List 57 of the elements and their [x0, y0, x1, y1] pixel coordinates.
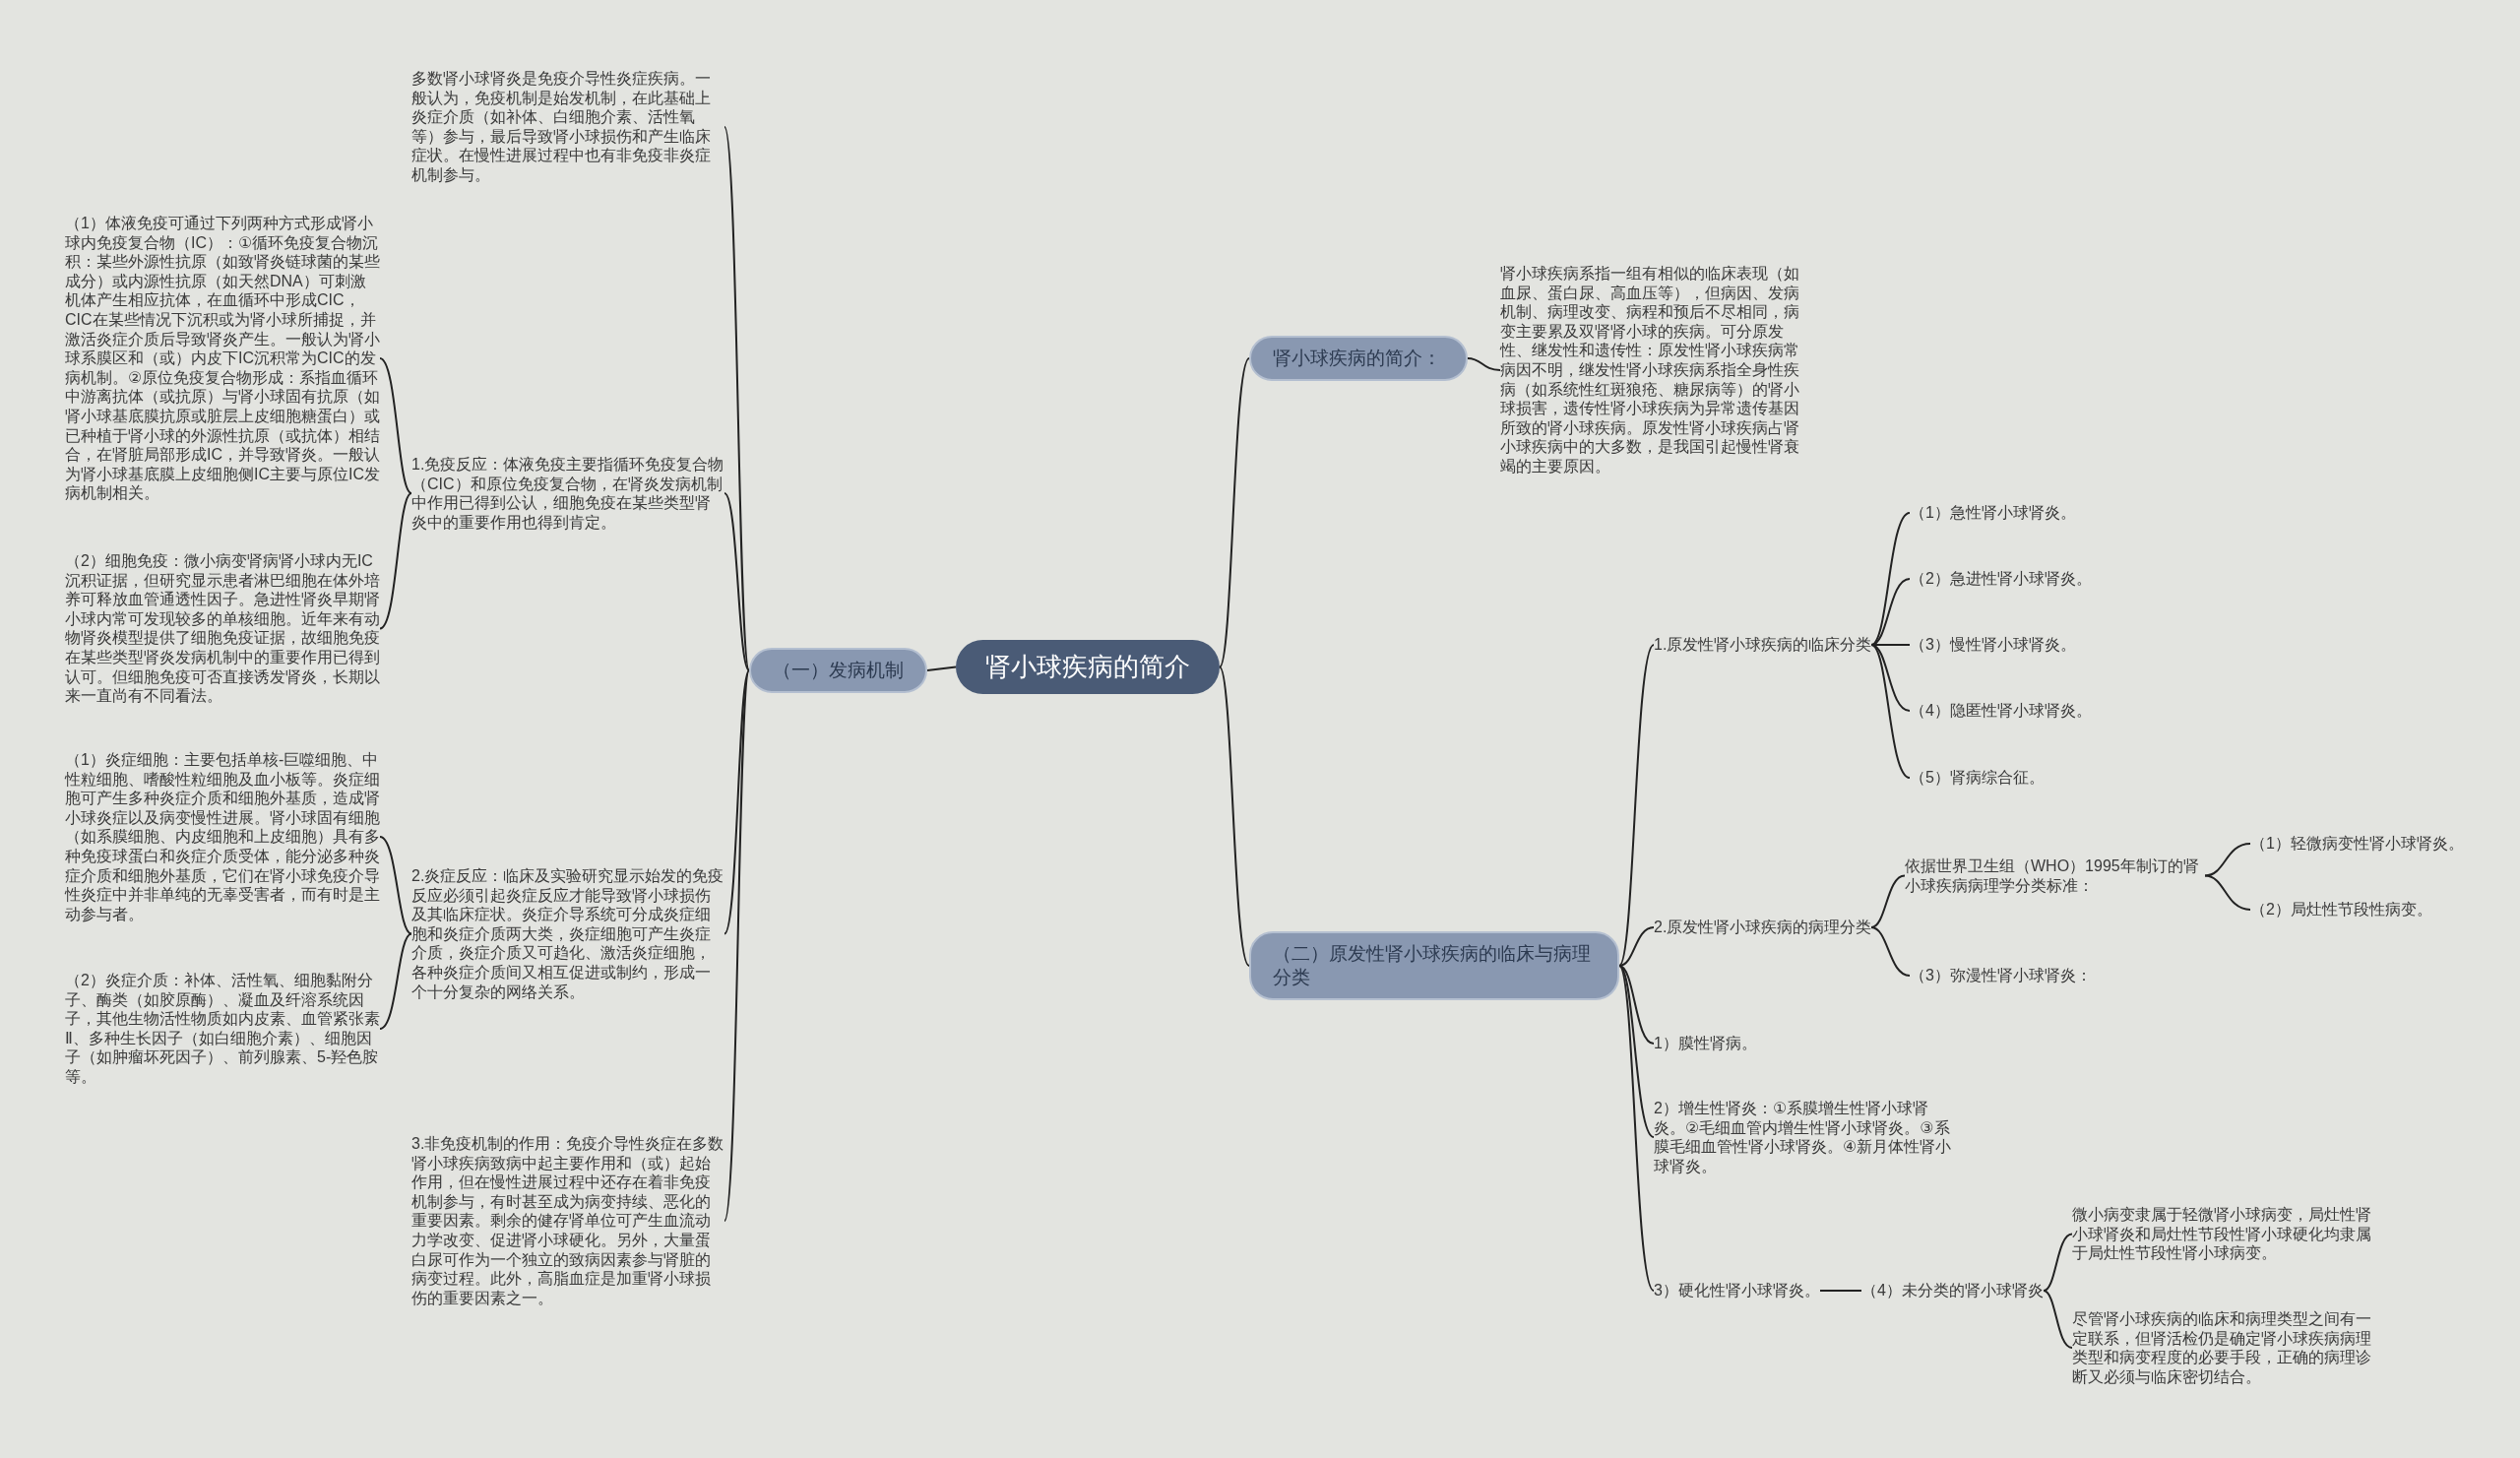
- connector-line: [1219, 666, 1250, 967]
- connector-line: [724, 669, 750, 1222]
- note-text: （4）未分类的肾小球肾炎: [1861, 1281, 2044, 1300]
- connector-line: [724, 492, 750, 671]
- branch-topic: 肾小球疾病的简介：: [1249, 336, 1468, 381]
- connector-line: [1618, 926, 1655, 967]
- note-text: 尽管肾小球疾病的临床和病理类型之间有一定联系，但肾活检仍是确定肾小球疾病病理类型和病变程度的必要手段，正确的病理诊断又必须与临床密切结合。: [2072, 1309, 2377, 1387]
- central-topic: 肾小球疾病的简介: [956, 640, 1220, 694]
- note-text: （2）炎症介质：补体、活性氧、细胞黏附分子、酶类（如胶原酶）、凝血及纤溶系统因子，其他生物活性物质如内皮素、血管紧张素Ⅱ、多种生长因子（如白细胞介素）、细胞因子（如肿瘤坏死因子）、前列腺素、5-羟色胺等。: [65, 971, 380, 1087]
- connector-line: [1870, 578, 1911, 646]
- connector-line: [1870, 644, 1911, 646]
- note-text: （2）急进性肾小球肾炎。: [1910, 569, 2092, 589]
- connector-line: [2043, 1290, 2073, 1349]
- note-text: 1.免疫反应：体液免疫主要指循环免疫复合物（CIC）和原位免疫复合物，在肾炎发病机制中作用已得到公认，细胞免疫在某些类型肾炎中的重要作用也得到肯定。: [411, 455, 724, 533]
- note-text: （1）体液免疫可通过下列两种方式形成肾小球内免疫复合物（IC）：①循环免疫复合物沉积：某些外源性抗原（如致肾炎链球菌的某些成分）或内源性抗原（如天然DNA）可刺激机体产生相应抗体，在血循环中形成CIC，CIC在某些情况下沉积或为肾小球所捕捉，并激活炎症介质后导致肾炎产生。一般认为肾小球系膜区和（或）内皮下IC沉积常为CIC的发病机制。②原位免疫复合物形成：系指血循环中游离抗体（或抗原）与肾小球固有抗原（如肾小球基底膜抗原或脏层上皮细胞糖蛋白）或已种植于肾小球的外源性抗原（或抗体）相结合，在肾脏局部形成IC，并导致肾炎。一般认为肾小球基底膜上皮细胞侧IC主要与原位IC发病机制相关。: [65, 214, 380, 503]
- connector-line: [926, 666, 957, 671]
- note-text: （1）急性肾小球肾炎。: [1910, 503, 2076, 523]
- connector-line: [379, 836, 412, 935]
- connector-line: [1618, 965, 1655, 1292]
- note-text: （2）细胞免疫：微小病变肾病肾小球内无IC沉积证据，但研究显示患者淋巴细胞在体外培养可释放血管通透性因子。急进性肾炎早期肾小球内常可发现较多的单核细胞。近年来有动物肾炎模型提供了细胞免疫证据，故细胞免疫在某些类型肾炎发病机制中的重要作用已得到认可。但细胞免疫可否直接诱发肾炎，长期以来一直尚有不同看法。: [65, 551, 380, 706]
- connector-line: [724, 669, 750, 935]
- connector-line: [1870, 926, 1911, 977]
- note-text: 肾小球疾病系指一组有相似的临床表现（如血尿、蛋白尿、高血压等），但病因、发病机制、病理改变、病程和预后不尽相同，病变主要累及双肾肾小球的疾病。可分原发性、继发性和遗传性：原发性肾小球疾病常病因不明，继发性肾小球疾病系指全身性疾病（如系统性红斑狼疮、糖尿病等）的肾小球损害，遗传性肾小球疾病为异常遗传基因所致的肾小球疾病。原发性肾小球疾病占肾小球疾病中的大多数，是我国引起慢性肾衰竭的主要原因。: [1500, 264, 1813, 476]
- connector-line: [1870, 512, 1911, 646]
- note-text: 微小病变隶属于轻微肾小球病变，局灶性肾小球肾炎和局灶性节段性肾小球硬化均隶属于局灶性节段性肾小球病变。: [2072, 1205, 2377, 1263]
- note-text: 3.非免疫机制的作用：免疫介导性炎症在多数肾小球疾病致病中起主要作用和（或）起始作用，但在慢性进展过程中还存在着非免疫机制参与，有时甚至成为病变持续、恶化的重要因素。剩余的健存肾单位可产生血流动力学改变、促进肾小球硬化。另外，大量蛋白尿可作为一个独立的致病因素参与肾脏的病变过程。此外，高脂血症是加重肾小球损伤的重要因素之一。: [411, 1134, 724, 1308]
- connector-line: [1618, 644, 1655, 967]
- connector-line: [1819, 1290, 1862, 1292]
- note-text: （2）局灶性节段性病变。: [2250, 900, 2432, 919]
- connector-line: [2043, 1233, 2073, 1292]
- note-text: （3）慢性肾小球肾炎。: [1910, 635, 2076, 655]
- note-text: 2）增生性肾炎：①系膜增生性肾小球肾炎。②毛细血管内增生性肾小球肾炎。③系膜毛细血管性肾小球肾炎。④新月体性肾小球肾炎。: [1654, 1099, 1959, 1176]
- note-text: （3）弥漫性肾小球肾炎：: [1910, 966, 2092, 985]
- connector-line: [1467, 357, 1501, 371]
- connector-line: [724, 126, 750, 671]
- branch-topic: （一）发病机制: [749, 648, 927, 693]
- connector-line: [2204, 874, 2251, 911]
- note-text: 依据世界卫生组（WHO）1995年制订的肾小球疾病病理学分类标准：: [1905, 856, 2205, 896]
- note-text: 多数肾小球肾炎是免疫介导性炎症疾病。一般认为，免疫机制是始发机制，在此基础上炎症介质（如补体、白细胞介素、活性氧等）参与，最后导致肾小球损伤和产生临床症状。在慢性进展过程中也有非免疫非炎症机制参与。: [411, 69, 724, 185]
- note-text: 1）膜性肾病。: [1654, 1034, 1757, 1053]
- note-text: 1.原发性肾小球疾病的临床分类: [1654, 635, 1872, 655]
- note-text: 2.原发性肾小球疾病的病理分类: [1654, 918, 1872, 937]
- connector-line: [1870, 644, 1911, 779]
- connector-line: [1870, 874, 1906, 928]
- note-text: 2.炎症反应：临床及实验研究显示始发的免疫反应必须引起炎症反应才能导致肾小球损伤及其临床症状。炎症介导系统可分成炎症细胞和炎症介质两大类，炎症细胞可产生炎症介质，炎症介质又可趋化、激活炎症细胞，各种炎症介质间又相互促进或制约，形成一个十分复杂的网络关系。: [411, 866, 724, 1002]
- connector-line: [379, 357, 412, 494]
- connector-line: [2204, 843, 2251, 877]
- connector-line: [379, 492, 412, 630]
- note-text: （1）轻微病变性肾小球肾炎。: [2250, 834, 2464, 854]
- note-text: （1）炎症细胞：主要包括单核-巨噬细胞、中性粒细胞、嗜酸性粒细胞及血小板等。炎症细胞可产生多种炎症介质和细胞外基质，造成肾小球炎症以及病变慢性进展。肾小球固有细胞（如系膜细胞、内皮细胞和上皮细胞）具有多种免疫球蛋白和炎症介质受体，能分泌多种炎症介质和细胞外基质，它们在肾小球免疫介导性炎症中并非单纯的无辜受害者，而有时是主动参与者。: [65, 750, 380, 924]
- branch-topic: （二）原发性肾小球疾病的临床与病理分类: [1249, 931, 1619, 1000]
- connector-line: [379, 932, 412, 1030]
- connector-line: [1219, 357, 1250, 668]
- note-text: （5）肾病综合征。: [1910, 768, 2045, 788]
- note-text: （4）隐匿性肾小球肾炎。: [1910, 701, 2092, 721]
- note-text: 3）硬化性肾小球肾炎。: [1654, 1281, 1820, 1300]
- connector-line: [1618, 965, 1655, 1138]
